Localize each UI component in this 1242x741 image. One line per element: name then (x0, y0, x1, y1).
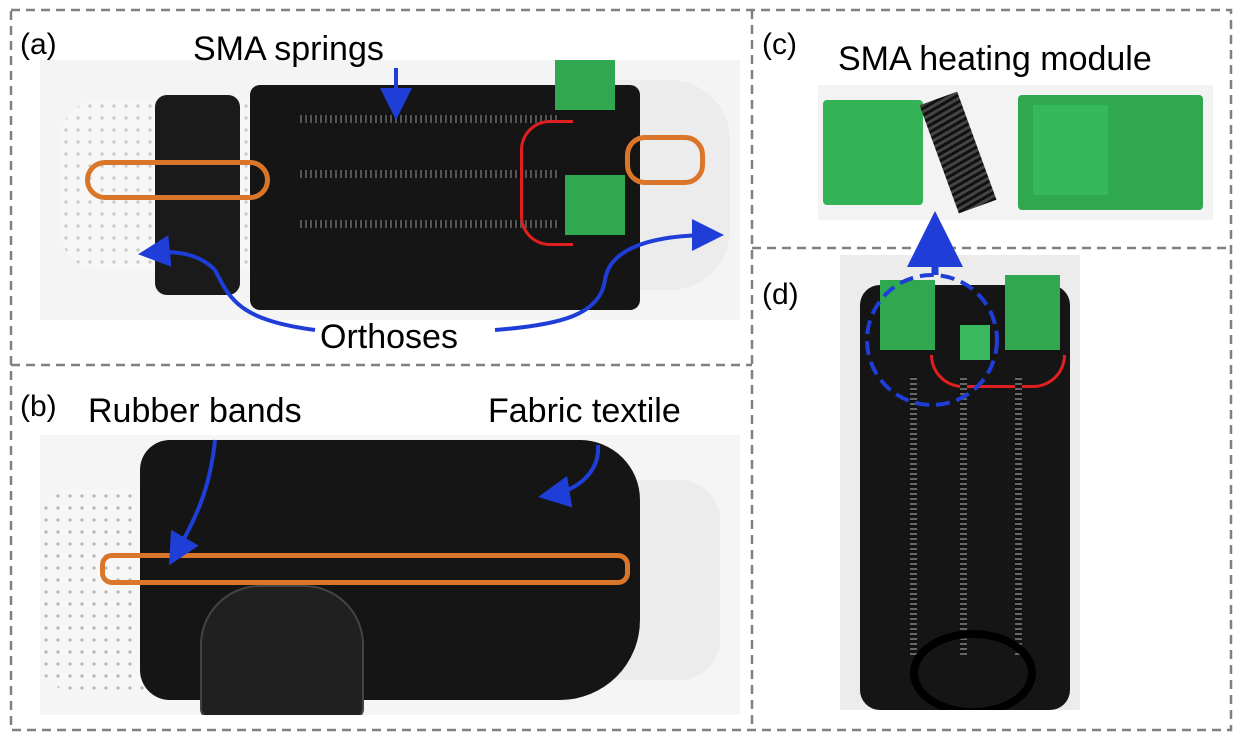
rubber-band (85, 160, 270, 200)
panel-d-photo (840, 255, 1080, 710)
rubber-bands (100, 553, 630, 585)
sma-spring (1015, 375, 1022, 655)
arrow-orthosis-left (138, 235, 316, 332)
panel-d-tag: (d) (762, 278, 799, 311)
panel-c-photo (818, 85, 1213, 220)
outer-dashed-border (9, 8, 1233, 732)
arrow-orthosis-right (494, 219, 724, 332)
arrow-rubber (169, 439, 217, 566)
fixation-ring (910, 630, 1036, 710)
terminal-block (1033, 105, 1108, 195)
panel-b-tag: (b) (20, 390, 57, 423)
sma-spring (910, 375, 917, 655)
terminal-block (823, 100, 923, 205)
pcb-module (565, 175, 625, 235)
sma-spring (300, 220, 560, 228)
module-highlight-circle (865, 273, 999, 407)
panel-c-tag: (c) (762, 28, 797, 61)
orthoses-label: Orthoses (320, 318, 458, 356)
fabric-textile-label: Fabric textile (488, 392, 681, 430)
sma-heating-module-label: SMA heating module (838, 40, 1152, 78)
panel-a-tag: (a) (20, 28, 57, 61)
arrow-fabric (538, 444, 601, 508)
pcb-module (1005, 275, 1060, 350)
thumb-flap (200, 585, 364, 715)
pcb-module (555, 60, 615, 110)
panel-b-photo (40, 435, 740, 715)
rubber-band-right (625, 135, 705, 185)
rubber-bands-label: Rubber bands (88, 392, 302, 430)
sma-spring (960, 375, 967, 655)
sma-springs-label: SMA springs (193, 30, 384, 68)
sma-spring (300, 170, 560, 178)
red-wire (520, 120, 573, 246)
sma-spring (300, 115, 560, 123)
